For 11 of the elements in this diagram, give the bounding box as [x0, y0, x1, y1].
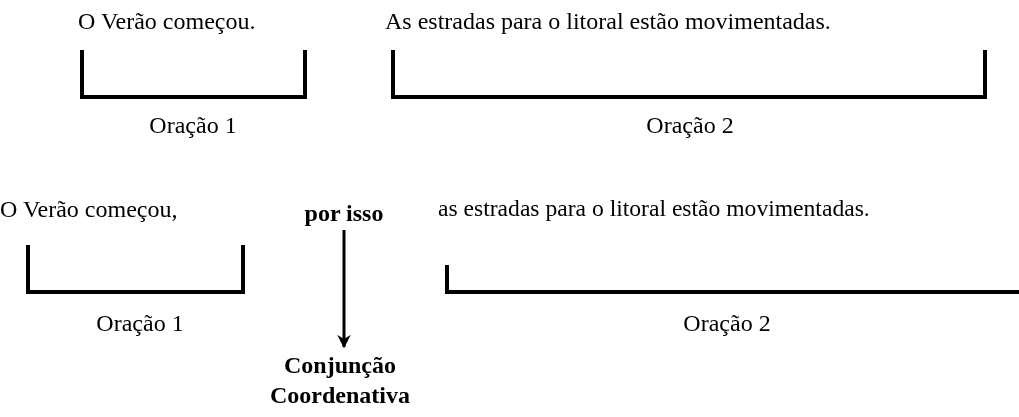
sentence-text: O Verão começou.	[78, 8, 256, 35]
sentence-text: O Verão começou,	[0, 196, 178, 223]
clause-label: Oração 1	[149, 112, 237, 139]
clause-label: Oração 1	[96, 310, 184, 337]
arrow	[337, 230, 351, 349]
clause-label: Oração 2	[646, 112, 734, 139]
clause-label: Oração 2	[683, 310, 771, 337]
term-label: Conjunção Coordenativa	[255, 350, 425, 410]
sentence-text: as estradas para o litoral estão movimentadas.	[438, 196, 870, 222]
conjunction-text: por isso	[290, 198, 398, 228]
sentence-text: As estradas para o litoral estão movimentadas.	[385, 8, 831, 35]
